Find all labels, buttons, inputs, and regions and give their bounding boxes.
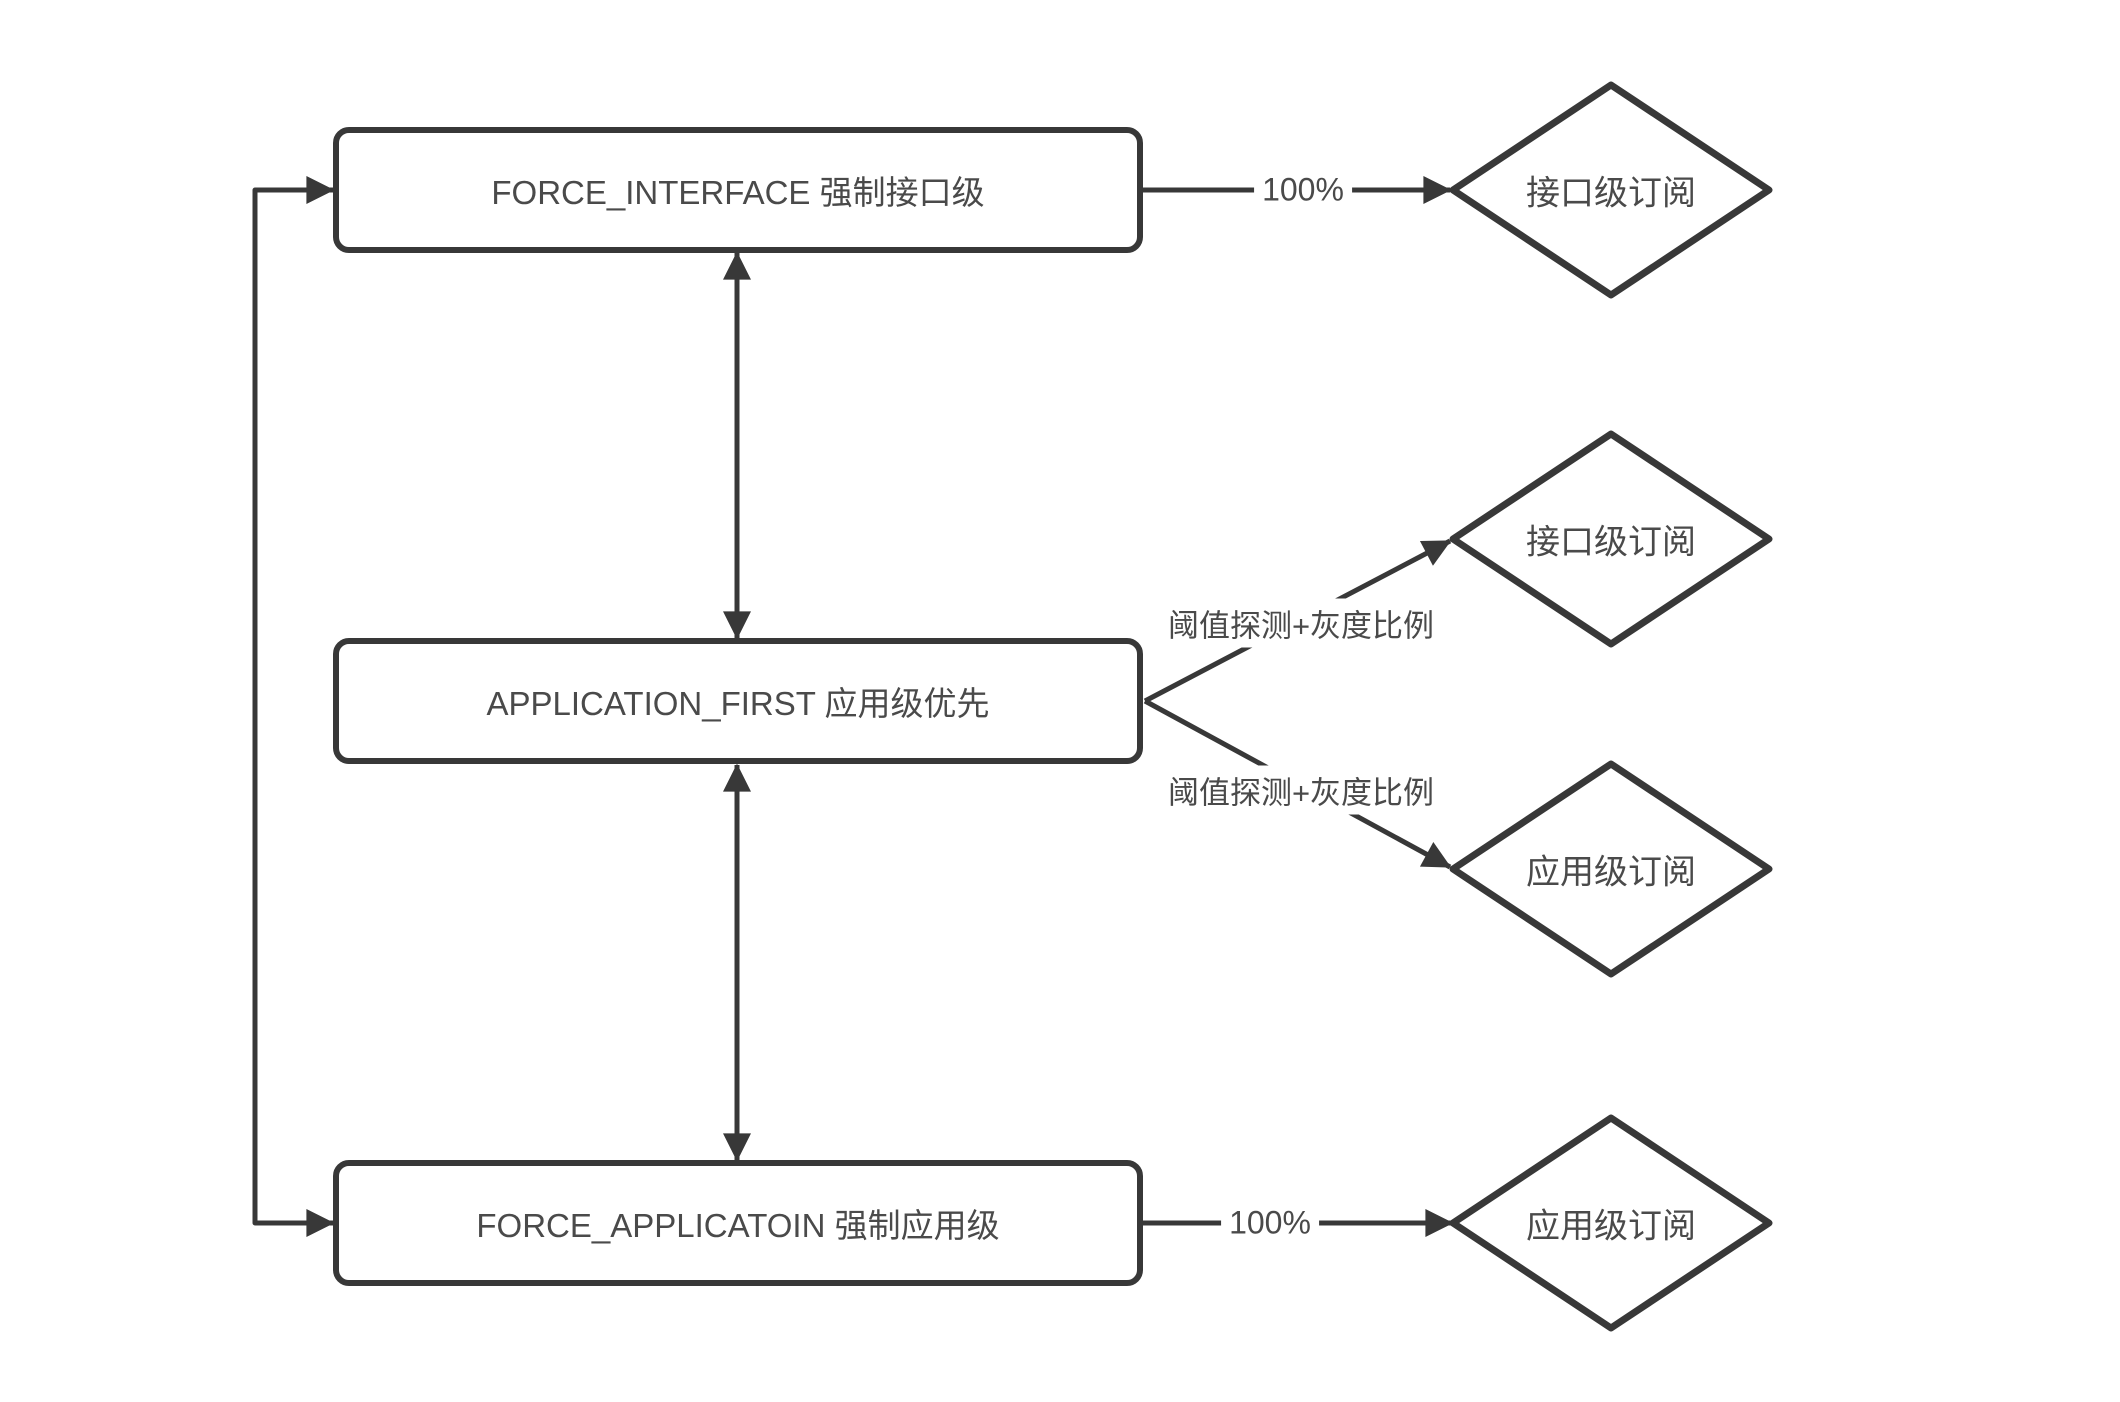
diamond-application-sub-bottom bbox=[1449, 1114, 1773, 1332]
diamond-interface-sub-top-label: 接口级订阅 bbox=[1526, 174, 1696, 213]
bracket-connector bbox=[252, 176, 335, 1237]
diamond-application-sub-bottom-label: 应用级订阅 bbox=[1526, 1207, 1696, 1246]
node-force-application: FORCE_APPLICATOIN 强制应用级 bbox=[333, 1160, 1143, 1286]
diamond-application-sub-mid-label: 应用级订阅 bbox=[1526, 853, 1696, 892]
edge-label-threshold-gray-down: 阈值探测+灰度比例 bbox=[1159, 765, 1443, 815]
edge-label-100-bottom: 100% bbox=[1221, 1202, 1319, 1244]
diamond-interface-sub-mid bbox=[1449, 430, 1773, 648]
node-application-first: APPLICATION_FIRST 应用级优先 bbox=[333, 638, 1143, 764]
diamond-interface-sub-mid-label: 接口级订阅 bbox=[1526, 523, 1696, 562]
node-force-interface-label: FORCE_INTERFACE 强制接口级 bbox=[491, 174, 985, 211]
edge-label-threshold-gray-up: 阈值探测+灰度比例 bbox=[1159, 598, 1443, 648]
node-application-first-label: APPLICATION_FIRST 应用级优先 bbox=[486, 685, 990, 722]
diamond-interface-sub-top bbox=[1449, 81, 1773, 299]
diamond-application-sub-mid bbox=[1449, 760, 1773, 978]
node-force-application-label: FORCE_APPLICATOIN 强制应用级 bbox=[476, 1207, 1000, 1244]
node-force-interface: FORCE_INTERFACE 强制接口级 bbox=[333, 127, 1143, 253]
edge-label-100-top: 100% bbox=[1254, 169, 1352, 211]
